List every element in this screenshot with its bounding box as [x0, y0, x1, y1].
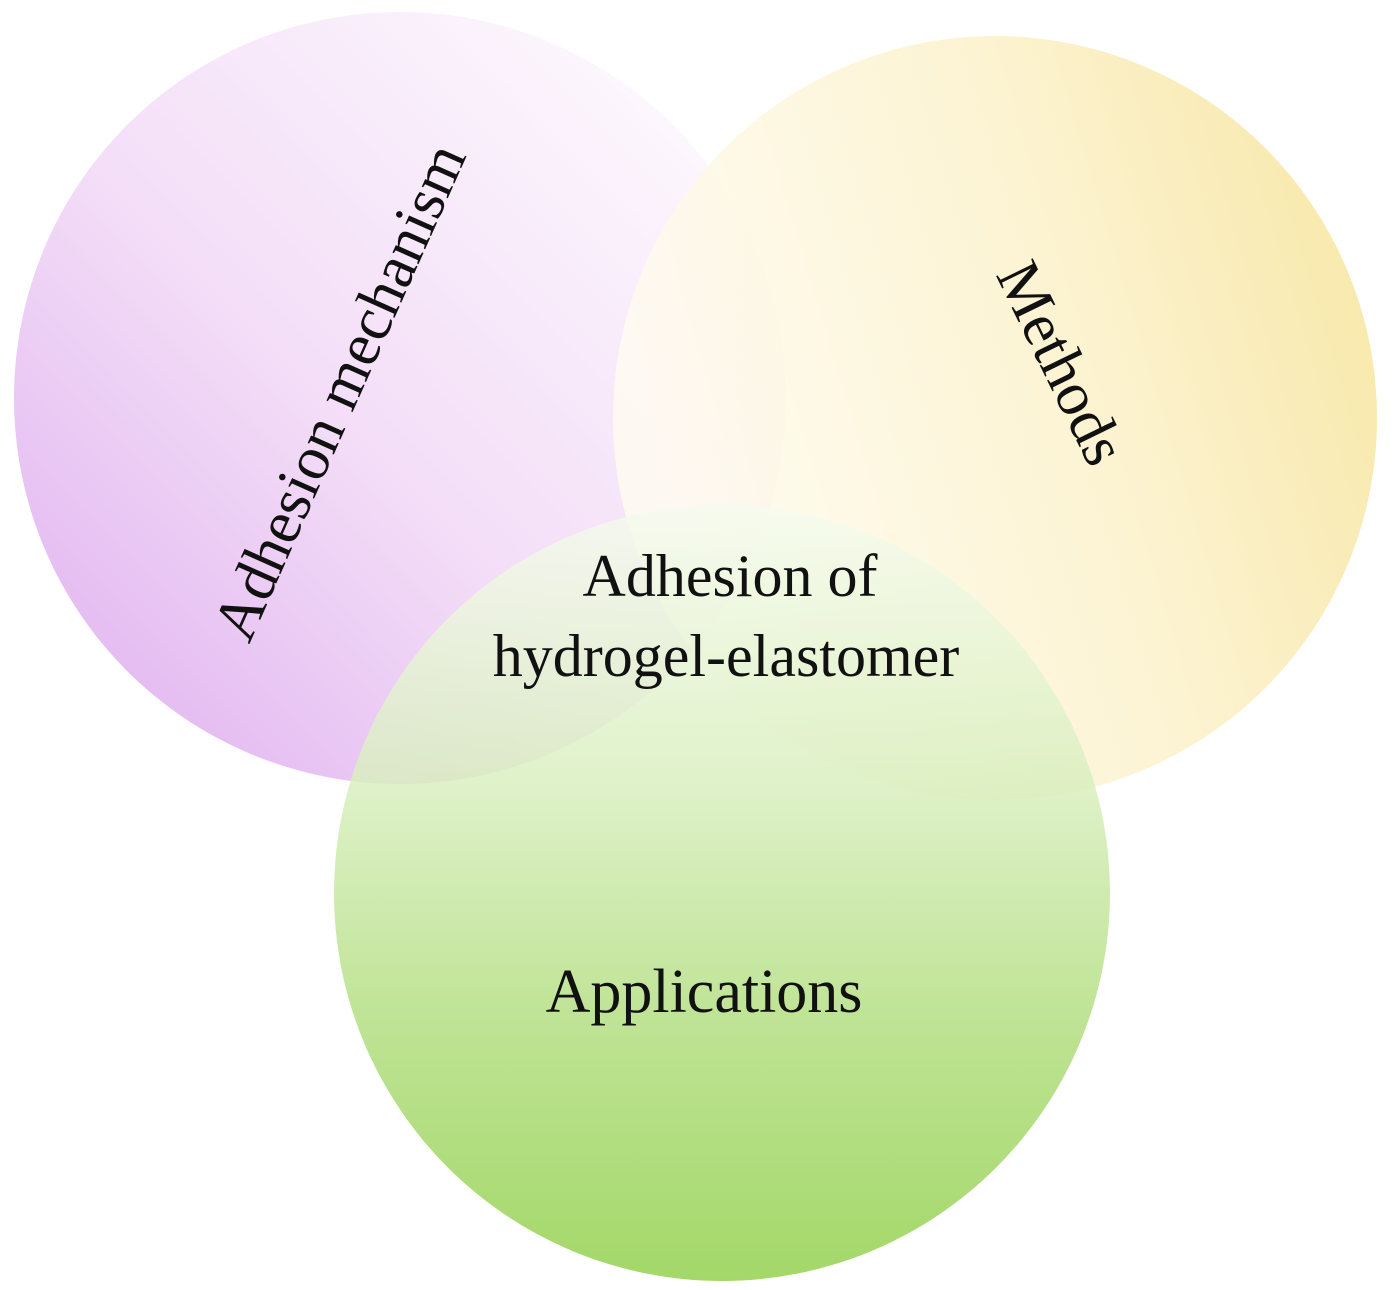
applications-label: Applications — [546, 958, 863, 1026]
center-label-line-2: hydrogel-elastomer — [493, 623, 960, 689]
center-label-line-1: Adhesion of — [583, 543, 878, 609]
applications-circle — [334, 505, 1110, 1281]
